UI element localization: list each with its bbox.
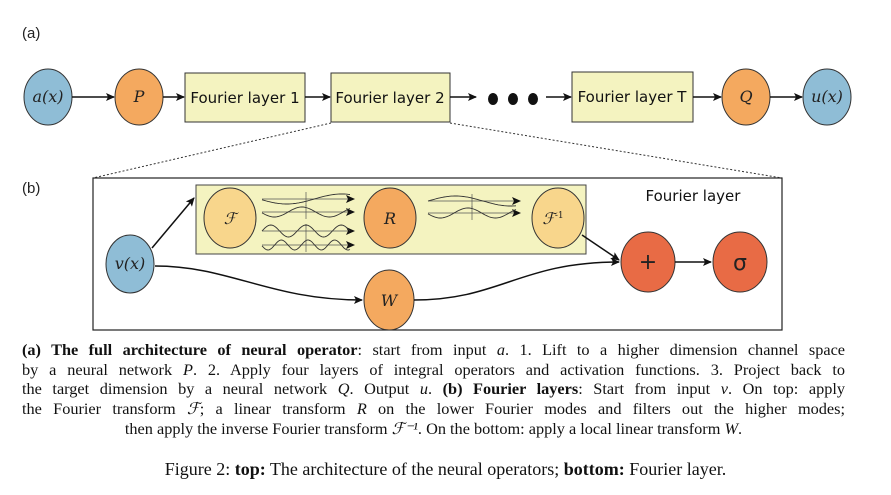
sum-label: + (639, 250, 657, 275)
fourier-mode-wave (427, 195, 517, 207)
panel-a-label: (a) (22, 25, 40, 42)
fourier-mode-wave (261, 206, 351, 218)
caption-line: the Fourier transform ℱ; a linear transf… (22, 399, 845, 419)
caption-bold-text: (b) Fourier layers (442, 379, 579, 399)
linear-transform-r-label: R (383, 209, 396, 228)
caption-text: Fourier layer. (624, 459, 727, 479)
caption-text: Figure 2: (164, 459, 235, 479)
caption-line: by a neural network P. 2. Apply four lay… (22, 360, 845, 380)
caption-text: then apply the inverse Fourier transform (124, 418, 392, 438)
caption-text: . Output (349, 379, 420, 399)
inverse-fourier-superscript: -1 (555, 211, 564, 221)
output-node-u (802, 68, 852, 126)
activation-node (712, 231, 768, 293)
caption-text: : start from input (357, 340, 497, 359)
fourier-mode-wave (261, 193, 351, 205)
caption-text: by a neural network (22, 359, 183, 379)
caption-bold-text: top: (234, 459, 266, 479)
fourier-transform-node (203, 187, 257, 249)
arrow-to-spectral (151, 197, 195, 249)
zoom-line-right (449, 122, 783, 179)
lift-node-label: P (133, 87, 145, 106)
caption-text: The architecture of the neural operators… (265, 459, 564, 479)
top-row: a(x) P Fourier layer 1 Fourier layer 2 F… (23, 68, 852, 126)
local-transform-w-label: W (381, 291, 399, 310)
figure-description: (a) The full architecture of neural oper… (22, 340, 845, 439)
fourier-mode-wave (427, 207, 517, 219)
caption-text: on the lower Fourier modes and filters o… (366, 399, 846, 419)
caption-math-symbol: u (419, 379, 428, 399)
flow-arrows (151, 197, 712, 304)
arrow-to-sum-top (581, 234, 620, 261)
caption-text: the Fourier transform (22, 399, 187, 419)
project-node-label: Q (739, 87, 752, 106)
caption-math-symbol: Q (337, 379, 350, 399)
caption-math-symbol: P (182, 359, 193, 379)
caption-math-symbol: v (720, 379, 728, 399)
inverse-fourier-symbol: ℱ (542, 209, 558, 228)
caption-text: . (738, 418, 743, 438)
fourier-mode-wave (261, 224, 351, 238)
fourier-layer-1-label: Fourier layer 1 (190, 89, 299, 107)
fourier-layer-title: Fourier layer (646, 187, 742, 205)
caption-line: (a) The full architecture of neural oper… (22, 340, 845, 360)
caption-math-symbol: ℱ⁻¹ (391, 418, 418, 438)
inverse-fourier-node (531, 187, 585, 249)
fourier-layer-2-box (330, 72, 451, 123)
caption-text: . On the bottom: apply a local linear tr… (417, 418, 725, 438)
input-node-v (105, 234, 155, 294)
input-node-v-label: v(x) (115, 254, 146, 273)
linear-transform-r-node (363, 187, 417, 249)
caption-text: ; a linear transform (199, 399, 357, 419)
caption-line: the target dimension by a neural network… (22, 379, 845, 399)
caption-text: . 1. Lift to a higher dimension channel … (504, 340, 846, 359)
arrow-w-to-sum (413, 258, 620, 301)
fourier-layer-1-box (184, 72, 306, 123)
caption-text: . On top: apply (727, 379, 846, 399)
fourier-modes-illustration (261, 192, 521, 252)
activation-label: σ (733, 251, 747, 276)
caption-text: . (428, 379, 443, 399)
panel-b-label: (b) (22, 180, 40, 197)
caption-math-symbol: W (724, 418, 739, 438)
caption-bold-text: bottom: (563, 459, 625, 479)
ellipsis-dots (488, 93, 538, 105)
caption-text: the target dimension by a neural network (22, 379, 338, 399)
caption-math-symbol: a (496, 340, 505, 359)
fourier-layer-2-label: Fourier layer 2 (335, 89, 444, 107)
caption-text: . 2. Apply four layers of integral opera… (192, 359, 846, 379)
fourier-layer-t-label: Fourier layer T (578, 88, 688, 106)
arrow-to-w (154, 265, 363, 304)
inverse-fourier-label: ℱ-1 (542, 209, 563, 228)
figure-caption: Figure 2: top: The architecture of the n… (0, 459, 891, 480)
output-node-label: u(x) (811, 87, 843, 106)
caption-bold-text: (a) The full architecture of neural oper… (22, 340, 358, 359)
caption-math-symbol: ℱ (186, 399, 200, 419)
fourier-mode-wave (261, 239, 351, 251)
caption-line: then apply the inverse Fourier transform… (22, 419, 845, 439)
caption-math-symbol: R (356, 399, 367, 419)
input-node-label: a(x) (32, 87, 63, 106)
fourier-transform-label: ℱ (224, 209, 240, 228)
zoom-line-left (92, 122, 332, 179)
caption-text: : Start from input (578, 379, 721, 399)
